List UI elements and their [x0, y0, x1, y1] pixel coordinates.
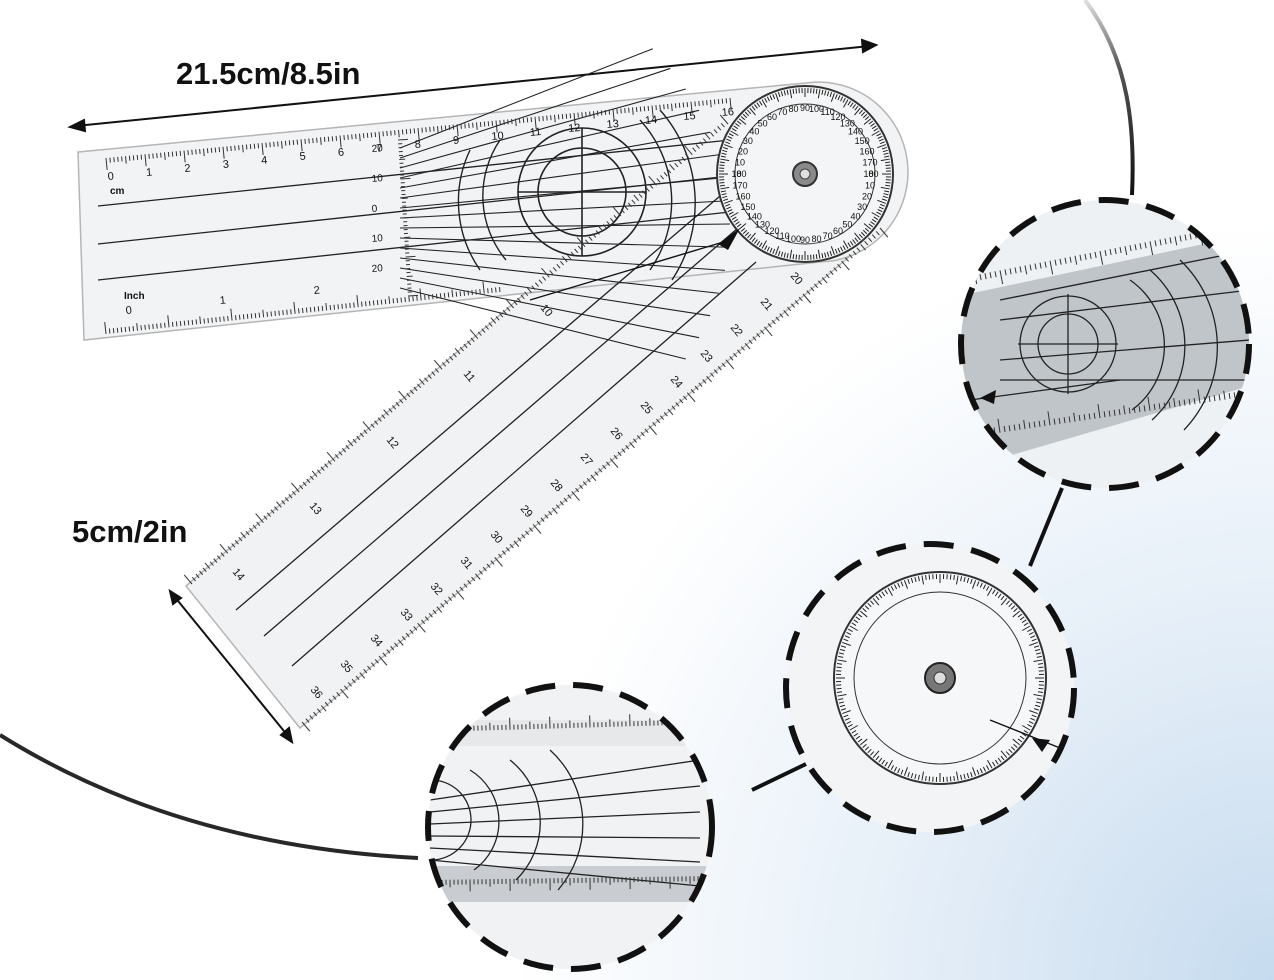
protractor-head: 1801801701701601601501501401401301301201… — [716, 85, 894, 263]
cm-scale-number: 0 — [107, 171, 114, 183]
protractor-degree-label: 0 — [868, 169, 873, 179]
protractor-degree-label: 160 — [860, 146, 875, 156]
side-scale-number: 20 — [371, 143, 383, 155]
protractor-degree-label: 30 — [857, 202, 867, 212]
protractor-degree-label: 90 — [800, 235, 810, 245]
protractor-degree-label: 20 — [738, 146, 748, 156]
protractor-degree-label: 130 — [755, 220, 770, 230]
protractor-degree-label: 160 — [735, 192, 750, 202]
callout-connectors — [751, 487, 1064, 792]
protractor-degree-label: 80 — [789, 104, 799, 114]
protractor-degree-label: 60 — [833, 226, 843, 236]
protractor-degree-label: 100 — [809, 104, 824, 114]
side-scale-ticks — [397, 138, 419, 297]
protractor-degree-label: 70 — [777, 107, 787, 117]
protractor-degree-label: 170 — [862, 158, 877, 168]
protractor-degree-label: 40 — [851, 211, 861, 221]
cm-scale-number: 15 — [683, 110, 696, 123]
fixed-arm-top-ticks — [105, 97, 732, 170]
cm-scale-number: 3 — [222, 159, 229, 171]
pointer-arrow-icon — [718, 228, 740, 250]
protractor-degree-label: 50 — [758, 118, 768, 128]
protractor-degree-label: 110 — [775, 231, 789, 241]
side-scale-number: 10 — [371, 173, 383, 185]
zoom-detail-protractor — [783, 541, 1077, 835]
fixed-arm-bottom-ticks — [104, 281, 501, 335]
protractor-degree-label: 110 — [820, 107, 834, 117]
cm-scale-number: 9 — [453, 135, 460, 147]
background-arc-lower — [0, 733, 419, 860]
protractor-degree-label: 90 — [800, 103, 810, 113]
inch-unit-label: Inch — [124, 291, 145, 302]
cm-scale-number: 16 — [721, 106, 734, 119]
protractor-degree-label: 140 — [747, 211, 762, 221]
cm-scale-number: 1 — [146, 167, 153, 179]
cm-scale-number: 14 — [644, 114, 657, 127]
side-scale-number: 10 — [371, 233, 383, 245]
background-arc — [1083, 0, 1135, 196]
protractor-degree-label: 100 — [786, 234, 801, 244]
fixed-arm — [77, 81, 909, 341]
protractor-degree-label: 50 — [842, 220, 852, 230]
protractor-degree-label: 60 — [767, 112, 777, 122]
cm-scale-number: 11 — [529, 126, 541, 139]
protractor-degree-label: 140 — [848, 127, 863, 137]
cm-scale-number: 5 — [299, 151, 306, 163]
length-dimension-arrow — [67, 38, 879, 133]
protractor-degree-label: 120 — [764, 226, 779, 236]
protractor-degree-label: 180 — [731, 169, 746, 179]
cm-scale-number: 7 — [376, 143, 383, 155]
protractor-degree-label: 30 — [743, 136, 753, 146]
center-circles — [517, 127, 647, 257]
inch-scale-number: 1 — [219, 295, 226, 307]
protractor-degree-label: 80 — [811, 234, 821, 244]
protractor-degree-label: 120 — [830, 112, 845, 122]
protractor-degree-label: 170 — [732, 180, 747, 190]
zoom-detail-center — [958, 197, 1252, 491]
protractor-degree-label: 70 — [823, 231, 833, 241]
protractor-degree-label: 20 — [862, 192, 872, 202]
cm-scale-number: 12 — [568, 122, 581, 135]
side-scale-number: 0 — [371, 204, 378, 215]
width-dimension-arrow — [168, 588, 294, 745]
moving-arm-right-ticks — [301, 227, 889, 732]
length-dimension-label: 21.5cm/8.5in — [176, 56, 361, 91]
protractor-degree-label: 10 — [735, 158, 745, 168]
moving-arm-left-ticks — [183, 114, 729, 585]
cm-scale-number: 6 — [337, 147, 344, 159]
cm-scale-number: 4 — [261, 155, 268, 167]
cm-scale-number: 13 — [606, 118, 619, 131]
protractor-degree-label: 150 — [855, 136, 870, 146]
fan-arcs — [457, 109, 696, 281]
cm-scale-number: 2 — [184, 163, 191, 175]
protractor-degree-label: 150 — [740, 202, 755, 212]
inch-scale-number: 0 — [125, 305, 132, 317]
cm-scale-number: 10 — [491, 130, 504, 143]
protractor-degree-label: 0 — [736, 169, 741, 179]
cm-unit-label: cm — [110, 186, 125, 197]
protractor-degree-label: 40 — [749, 127, 759, 137]
protractor-degree-label: 180 — [863, 169, 878, 179]
protractor-degree-label: 130 — [840, 118, 855, 128]
width-dimension-label: 5cm/2in — [72, 514, 188, 549]
protractor-degree-label: 10 — [865, 180, 875, 190]
inch-scale-number: 2 — [313, 285, 320, 297]
cm-scale-number: 8 — [414, 139, 421, 151]
zoom-detail-fan — [425, 682, 715, 972]
side-scale-number: 20 — [371, 263, 383, 275]
